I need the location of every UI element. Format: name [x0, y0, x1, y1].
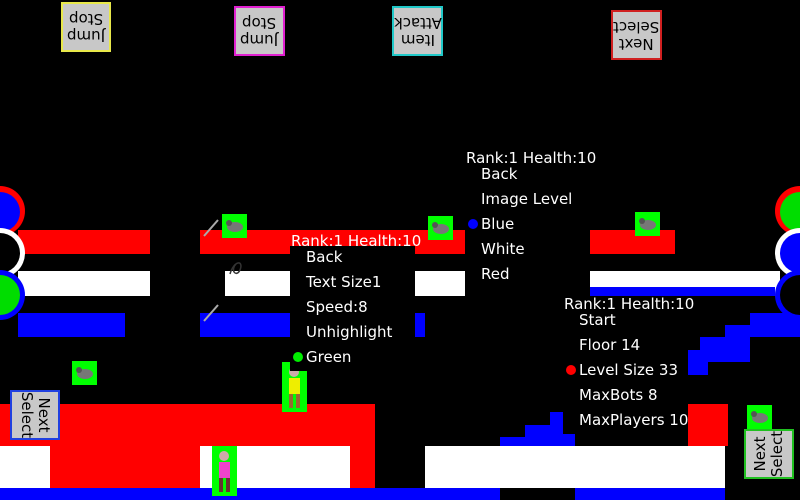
- floor-blue-bottom-right: [575, 488, 725, 500]
- critter-sprite: [747, 405, 772, 429]
- button-label: Item Attack: [393, 14, 442, 49]
- platform-red-right: [590, 230, 675, 254]
- stair-2: [725, 325, 800, 337]
- critter-sprite: [222, 214, 247, 238]
- menu-item-floor[interactable]: Floor 14: [579, 336, 641, 354]
- floor-white-a: [0, 446, 50, 488]
- platform-blue-right-a: [590, 287, 775, 296]
- selection-indicator: [566, 365, 576, 375]
- side-circle-right-black: [780, 275, 800, 315]
- menu-item-start[interactable]: Start: [579, 311, 616, 329]
- selection-indicator: [293, 352, 303, 362]
- floor-white-right2: [575, 446, 725, 488]
- menu-top: Rank:1 Health:10 Back Image Level Blue W…: [465, 149, 596, 288]
- sword-icon: [203, 219, 219, 237]
- menu-item-text-size[interactable]: Text Size1: [306, 273, 382, 291]
- next-select-button-left[interactable]: Next Select: [10, 390, 60, 440]
- next-select-button-top[interactable]: Next Select: [611, 10, 662, 60]
- platform-blue-left: [18, 313, 125, 337]
- rope-icon: [229, 262, 242, 275]
- button-label: Next Select: [18, 391, 53, 439]
- side-circle-left-black: [0, 233, 20, 273]
- menu-item-unhighlight[interactable]: Unhighlight: [306, 323, 393, 341]
- critter-sprite: [428, 216, 453, 240]
- button-label: Jump Stop: [240, 14, 279, 49]
- next-select-button-right[interactable]: Next Select: [744, 429, 794, 479]
- floor-blue-bottom: [0, 488, 500, 500]
- button-label: Next Select: [613, 18, 660, 53]
- menu-header: Rank:1 Health:10: [466, 149, 597, 167]
- menu-item-red[interactable]: Red: [481, 265, 510, 283]
- sword-icon: [203, 304, 219, 322]
- menu-item-speed[interactable]: Speed:8: [306, 298, 368, 316]
- side-circle-right-blue: [780, 233, 800, 273]
- jump-stop-button[interactable]: Jump Stop: [61, 2, 111, 52]
- stair-4: [688, 350, 708, 375]
- item-attack-button[interactable]: Item Attack: [392, 6, 443, 56]
- menu-item-blue[interactable]: Blue: [481, 215, 515, 233]
- menu-item-maxplayers[interactable]: MaxPlayers 10: [579, 411, 689, 429]
- floor-red-right: [688, 404, 728, 446]
- menu-item-maxbots[interactable]: MaxBots 8: [579, 386, 658, 404]
- button-label: Jump Stop: [66, 10, 106, 45]
- stair-3: [700, 337, 750, 362]
- menu-item-back[interactable]: Back: [306, 248, 343, 266]
- button-label: Next Select: [751, 430, 786, 478]
- menu-item-white[interactable]: White: [481, 240, 525, 258]
- menu-item-level-size[interactable]: Level Size 33: [579, 361, 679, 379]
- side-circle-left-blue: [0, 192, 20, 232]
- menu-header: Rank:1 Health:10: [291, 232, 422, 250]
- critter-sprite: [72, 361, 97, 385]
- critter-sprite: [635, 212, 660, 236]
- menu-item-image-level[interactable]: Image Level: [481, 190, 573, 208]
- side-circle-left-green: [0, 275, 20, 315]
- platform-red-left: [18, 230, 150, 254]
- menu-header: Rank:1 Health:10: [564, 295, 695, 313]
- jump-stop-button-2[interactable]: Jump Stop: [234, 6, 285, 56]
- menu-item-green[interactable]: Green: [306, 348, 352, 366]
- menu-center: Rank:1 Health:10 Back Text Size1 Speed:8…: [290, 232, 421, 371]
- side-circle-right-green: [780, 192, 800, 232]
- selection-indicator: [468, 219, 478, 229]
- menu-item-back[interactable]: Back: [481, 165, 518, 183]
- menu-right: Rank:1 Health:10 Start Floor 14 Level Si…: [563, 295, 694, 434]
- player-sprite-pink: [212, 446, 237, 496]
- platform-white-left: [18, 271, 150, 296]
